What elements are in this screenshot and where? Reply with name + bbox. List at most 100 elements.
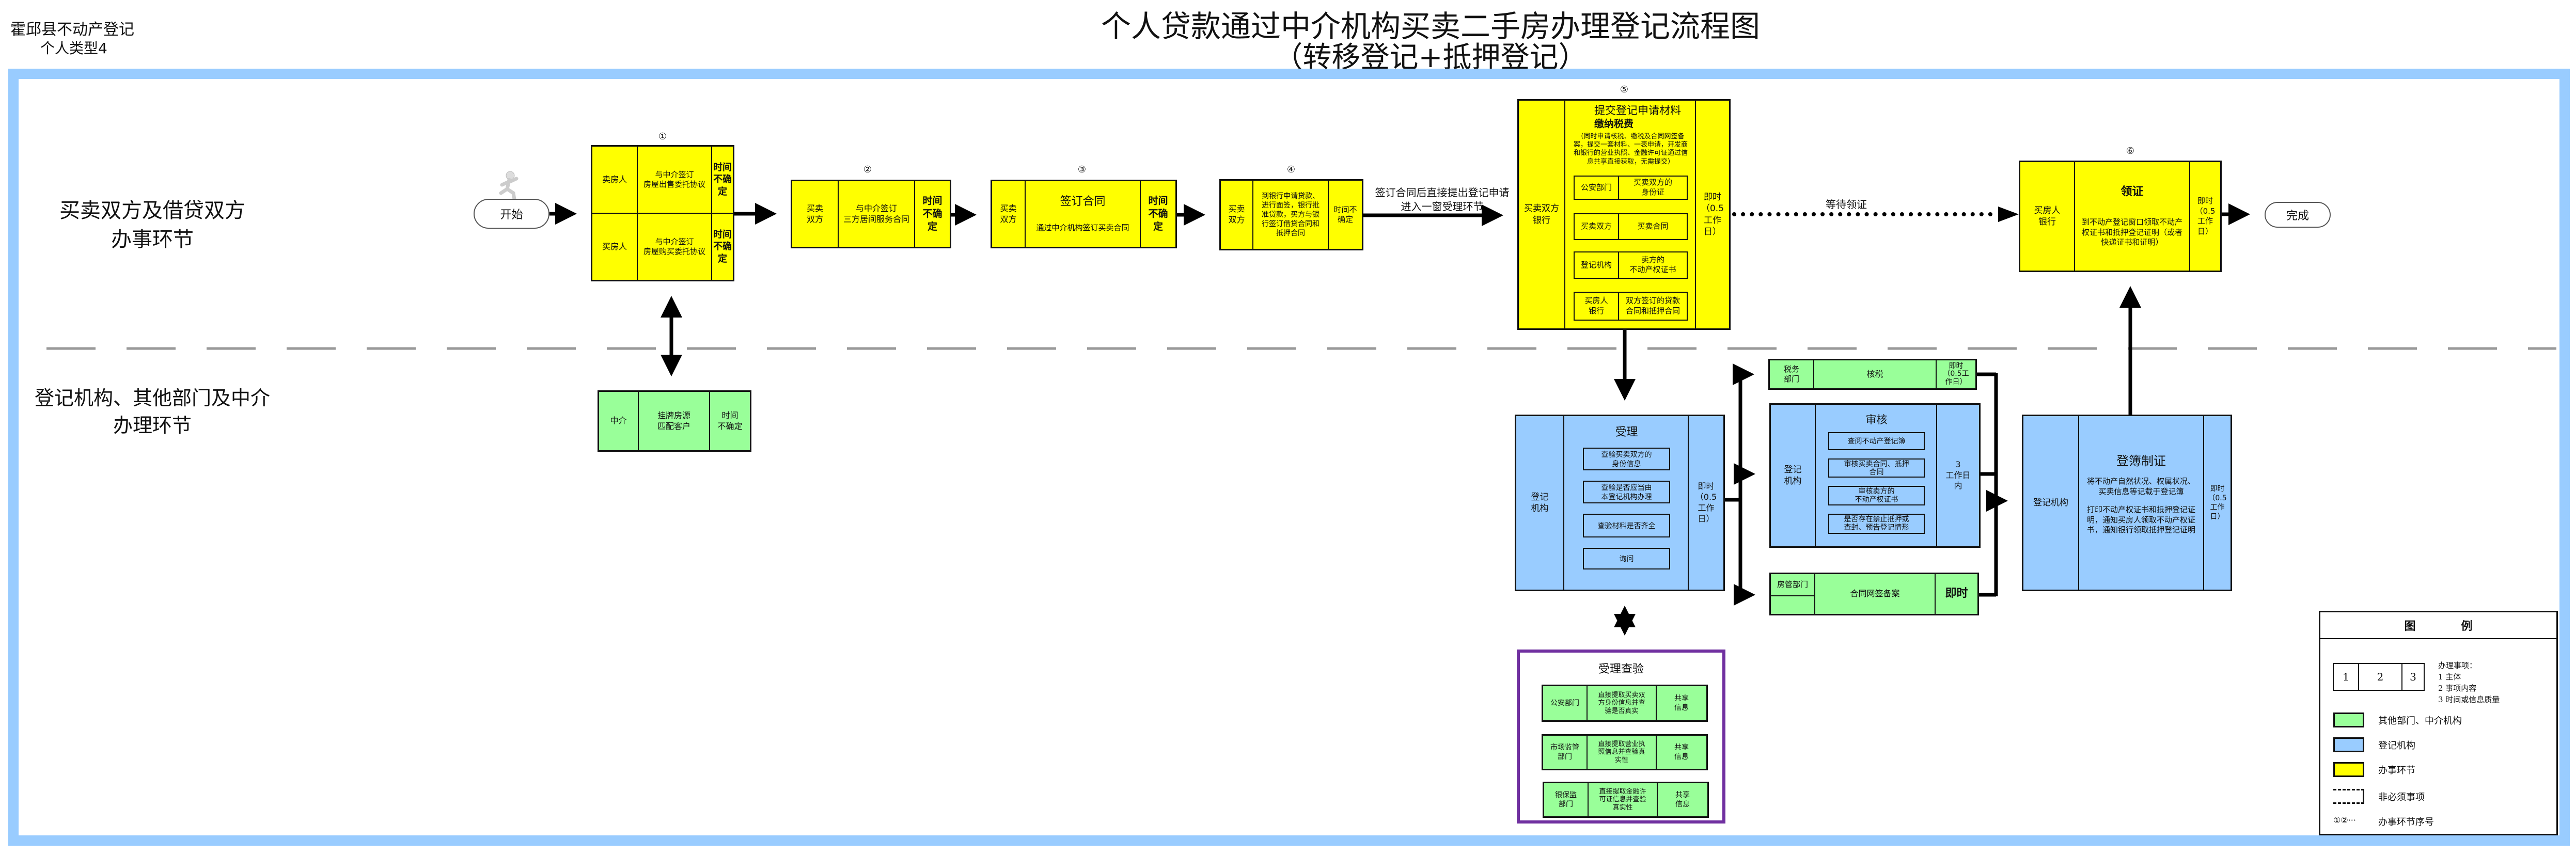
material-item: 公安部门 买卖双方的 身份证 — [1574, 175, 1688, 200]
register-desc: 打印不动产权证书和抵押登记证明，通知买房人领取不动产权证书，通知银行领取抵押登记… — [2086, 505, 2195, 535]
step-number: ② — [863, 164, 872, 175]
legend-desc: 3 时间或信息质量 — [2438, 695, 2500, 704]
legend-swatch-dashed — [2333, 789, 2364, 804]
step1-row-seller: 卖房人 与中介签订 房屋出售委托协议 时间 不确 定 — [592, 147, 733, 214]
verify-box: 受理查验 公安部门 直接提取买卖双 方身份信息并查 验是否真实 共享 信息 市场… — [1517, 650, 1725, 824]
content: 直接提取营业执 照信息并查验真 实性 — [1588, 736, 1657, 769]
time: 时间不 确定 — [1333, 204, 1357, 225]
legend-label: 非必须事项 — [2378, 792, 2425, 803]
start-node: 开始 — [474, 199, 549, 229]
legend-swatch-blue — [2333, 737, 2364, 752]
legend-sample-box: 1 2 3 — [2333, 663, 2425, 691]
actor: 买卖 双方 — [1221, 181, 1253, 249]
legend-label: 办事环节 — [2378, 765, 2415, 776]
legend-label: 办事环节序号 — [2378, 817, 2434, 828]
verify-title: 受理查验 — [1598, 663, 1644, 676]
legend-desc: 2 事项内容 — [2438, 684, 2477, 693]
time: 时间 不确 定 — [922, 195, 943, 232]
actor: 买房人 银行 — [1575, 292, 1619, 320]
content: 到不动产登记窗口领取不动产权证书和抵押登记证明（或者快递证书和证明） — [2081, 217, 2182, 247]
info: 共享 信息 — [1674, 743, 1689, 761]
step1-box: 卖房人 与中介签订 房屋出售委托协议 时间 不确 定 买房人 与中介签订 房屋购… — [591, 145, 734, 281]
step2-box: 买卖 双方 与中介签订 三方居间服务合同 时间 不确 定 — [791, 180, 951, 248]
step5-title: 提交登记申请材料 — [1594, 104, 1681, 117]
content: 与中介签订 三方居间服务合同 — [839, 181, 915, 247]
step3-box: 买卖 双方 签订合同 通过中介机构签订买卖合同 时间 不确 定 — [991, 180, 1177, 248]
legend-desc: 1 主体 — [2438, 672, 2461, 682]
step6-title: 领证 — [2121, 185, 2144, 199]
actor: 买卖双方 — [1575, 214, 1619, 239]
content: 直接提取买卖双 方身份信息并查 验是否真实 — [1588, 686, 1657, 720]
register-box: 登记机构 登簿制证 将不动产自然状况、权属状况、买卖信息等记载于登记簿 打印不动… — [2022, 415, 2232, 591]
time: 即时 — [1945, 587, 1968, 600]
content: 与中介签订 房屋出售委托协议 — [638, 147, 712, 213]
content: 买卖合同 — [1637, 221, 1669, 231]
actor: 买卖双方 银行 — [1519, 101, 1565, 328]
lane-label-applicants: 买卖双方及借贷双方 办事环节 — [59, 199, 245, 251]
lane-label-registry: 登记机构、其他部门及中介 办理环节 — [34, 387, 270, 437]
type-label: 个人类型4 — [40, 40, 107, 57]
verify-row: 公安部门 直接提取买卖双 方身份信息并查 验是否真实 共享 信息 — [1542, 685, 1708, 722]
check-item: 查验材料是否齐全 — [1583, 513, 1670, 537]
legend-swatch-yellow — [2333, 762, 2364, 777]
step-number: ④ — [1286, 164, 1296, 175]
legend-cell: 2 — [2359, 664, 2402, 690]
legend: 图 例 1 2 3 办理事项： 1 主体 2 事项内容 3 时间或信息质量 其他… — [2319, 611, 2558, 835]
content: 核税 — [1814, 360, 1937, 388]
wait-label: 等待领证 — [1826, 198, 1867, 211]
check-item: 查验是否应当由 本登记机构办理 — [1583, 480, 1670, 503]
org-name: 霍邱县不动产登记 — [10, 21, 134, 39]
actor: 买卖 双方 — [992, 181, 1026, 247]
content: 直接提取金融许 可证信息并查验 真实性 — [1589, 783, 1658, 816]
time: 时间 不确 定 — [1148, 195, 1168, 232]
step-number: ⑤ — [1620, 84, 1629, 95]
review-item: 审核卖方的 不动产权证书 — [1828, 486, 1925, 506]
end-node: 完成 — [2265, 202, 2331, 228]
dept: 市场监管 部门 — [1543, 736, 1588, 769]
content: 与中介签订 房屋购买委托协议 — [638, 214, 712, 280]
actor: 中介 — [599, 392, 639, 450]
actor: 登记机构 — [1575, 252, 1619, 278]
legend-label: 登记机构 — [2378, 740, 2415, 751]
review-item: 是否存在禁止抵押或 查封、预告登记情形 — [1828, 514, 1925, 534]
step6-box: 买房人 银行 领证 到不动产登记窗口领取不动产权证书和抵押登记证明（或者快递证书… — [2019, 161, 2222, 272]
legend-cell: 3 — [2410, 671, 2416, 683]
register-title: 登簿制证 — [2116, 454, 2166, 468]
review-item: 查阅不动产登记簿 — [1828, 432, 1925, 451]
running-person-icon — [499, 171, 519, 200]
actor: 登记 机构 — [1516, 416, 1564, 590]
actor: 买卖 双方 — [792, 181, 839, 247]
material-item: 登记机构 卖方的 不动产权证书 — [1574, 251, 1688, 279]
legend-label: 其他部门、中介机构 — [2378, 716, 2462, 726]
legend-cell: 1 — [2334, 664, 2359, 690]
legend-desc: 办理事项： — [2438, 661, 2477, 670]
page-title: 个人贷款通过中介机构买卖二手房办理登记流程图 — [1101, 9, 1760, 44]
actor: 登记 机构 — [1771, 405, 1816, 546]
step5-box: 买卖双方 银行 提交登记申请材料 缴纳税费 （同时申请核税、缴税及合同网签备案，… — [1517, 99, 1731, 330]
content: 到银行申请贷款、 进行面签，银行批 准贷款，买方与银 行签订借贷合同和 抵押合同 — [1253, 181, 1329, 249]
step-number: ① — [658, 131, 667, 142]
legend-swatch-green — [2333, 712, 2364, 727]
actor: 买房人 — [592, 214, 638, 280]
actor: 卖房人 — [592, 147, 638, 213]
accept-box: 登记 机构 受理 查验买卖双方的 身份信息 查验是否应当由 本登记机构办理 查验… — [1515, 415, 1725, 591]
info: 共享 信息 — [1675, 790, 1690, 809]
content: 双方签订的贷款 合同和抵押合同 — [1625, 296, 1680, 315]
material-item: 买房人 银行 双方签订的贷款 合同和抵押合同 — [1574, 291, 1688, 321]
actor: 税务 部门 — [1770, 360, 1814, 388]
check-item: 查验买卖双方的 身份信息 — [1583, 447, 1670, 470]
verify-row: 市场监管 部门 直接提取营业执 照信息并查验真 实性 共享 信息 — [1542, 734, 1708, 770]
actor: 房管部门 — [1771, 574, 1814, 596]
content: 通过中介机构签订买卖合同 — [1036, 223, 1129, 233]
time: 即时 （0.5 工作 日） — [2208, 484, 2227, 521]
actor: 登记机构 — [2023, 416, 2079, 590]
connector-label: 签订合同后直接提出登记申请 进入一窗受理环节 — [1375, 186, 1510, 213]
review-box: 登记 机构 审核 查阅不动产登记簿 审核买卖合同、抵押 合同 审核卖方的 不动产… — [1769, 403, 1981, 548]
step5-note: （同时申请核税、缴税及合同网签备案，提交一套材料、一表申请，开发商和银行的营业执… — [1574, 132, 1688, 166]
dept: 公安部门 — [1543, 686, 1588, 720]
diagram-frame — [8, 69, 2570, 846]
step1-row-buyer: 买房人 与中介签订 房屋购买委托协议 时间 不确 定 — [592, 214, 733, 280]
review-item: 审核买卖合同、抵押 合同 — [1828, 458, 1925, 478]
review-title: 审核 — [1865, 414, 1888, 426]
